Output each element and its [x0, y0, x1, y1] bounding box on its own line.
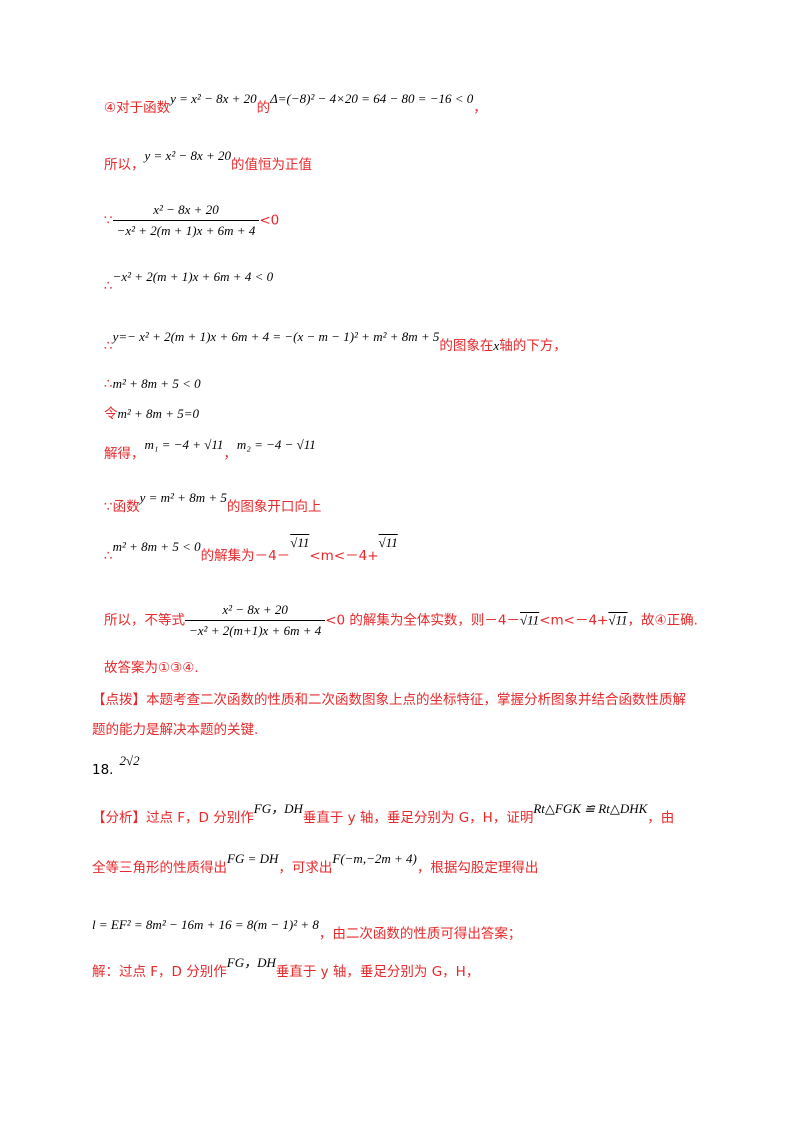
- line-7: 令m² + 8m + 5=0: [104, 404, 199, 424]
- text: 垂直于 y 轴，垂足分别为 G，H，: [275, 964, 480, 980]
- line-19: 解：过点 F，D 分别作FG，DH垂直于 y 轴，垂足分别为 G，H，: [92, 955, 480, 982]
- text: ∵函数: [104, 499, 140, 515]
- text: ，由: [647, 810, 675, 826]
- sqrt-11: √11: [378, 535, 398, 550]
- formula: y = x² − 8x + 20: [170, 91, 257, 106]
- denominator: −x² + 2(m + 1)x + 6m + 4: [112, 220, 260, 241]
- line-9: ∵函数y = m² + 8m + 5的图象开口向上: [104, 490, 322, 517]
- text: ，: [223, 446, 237, 462]
- formula: y=− x² + 2(m + 1)x + 6m + 4 = −(x − m − …: [112, 329, 440, 344]
- sqrt-11: √11: [520, 612, 540, 628]
- text: ，由二次函数的性质可得出答案；: [318, 926, 522, 942]
- text: 【点拨】本题考查二次函数的性质和二次函数图象上点的坐标特征，掌握分析图象并结合函…: [92, 692, 686, 708]
- line-18: l = EF² = 8m² − 16m + 16 = 8(m − 1)² + 8…: [92, 917, 522, 944]
- text: <m<－4+: [539, 612, 609, 629]
- formula: m² + 8m + 5 < 0: [112, 376, 201, 391]
- line-12: 故答案为①③④.: [104, 658, 199, 678]
- text: 所以，: [104, 157, 145, 173]
- question-number: 18.: [92, 762, 114, 778]
- text: ，根据勾股定理得出: [416, 860, 539, 876]
- text: 的: [256, 100, 271, 116]
- line-13: 【点拨】本题考查二次函数的性质和二次函数图象上点的坐标特征，掌握分析图象并结合函…: [92, 690, 686, 710]
- text: 令: [104, 406, 118, 422]
- text: 解：过点 F，D 分别作: [92, 964, 227, 980]
- text: 垂直于 y 轴，垂足分别为 G，H，证明: [302, 810, 534, 826]
- formula: y = m² + 8m + 5: [139, 490, 227, 505]
- formula: m² + 8m + 5 < 0: [112, 539, 201, 554]
- text: ∴: [104, 376, 113, 392]
- line-2: 所以，y = x² − 8x + 20的值恒为正值: [104, 148, 313, 175]
- text: ④对于函数: [104, 100, 171, 116]
- numerator: x² − 8x + 20: [222, 602, 288, 617]
- formula: Rt△FGK ≌ Rt△DHK: [533, 801, 648, 816]
- text: 【分析】过点 F，D 分别作: [92, 810, 254, 826]
- text: 的图象在: [439, 338, 494, 354]
- fraction: x² − 8x + 20 −x² + 2(m + 1)x + 6m + 4: [112, 200, 260, 241]
- text: 题的能力是解决本题的关键.: [92, 722, 259, 738]
- line-10: ∴m² + 8m + 5 < 0的解集为－4－√11<m<－4+√11: [104, 535, 398, 566]
- line-16: 【分析】过点 F，D 分别作FG，DH垂直于 y 轴，垂足分别为 G，H，证明R…: [92, 801, 675, 828]
- text: <0 的解集为全体实数，则－4－: [325, 612, 521, 629]
- text: ∵: [104, 212, 113, 229]
- line-14: 题的能力是解决本题的关键.: [92, 720, 258, 740]
- line-5: ∴y=− x² + 2(m + 1)x + 6m + 4 = −(x − m −…: [104, 329, 567, 356]
- formula: l = EF² = 8m² − 16m + 16 = 8(m − 1)² + 8: [92, 917, 319, 932]
- text: ∴: [104, 278, 113, 294]
- line-17: 全等三角形的性质得出FG = DH，可求出F(−m,−2m + 4)，根据勾股定…: [92, 851, 539, 878]
- line-6: ∴m² + 8m + 5 < 0: [104, 374, 201, 394]
- text: 解得，: [104, 446, 145, 462]
- formula: y = x² − 8x + 20: [144, 148, 232, 163]
- formula: FG，DH: [253, 801, 303, 816]
- text: ，: [473, 100, 487, 116]
- text: 轴的下方，: [499, 338, 567, 354]
- line-1: ④对于函数y = x² − 8x + 20的Δ=(−8)² − 4×20 = 6…: [104, 91, 487, 118]
- text: ，故④正确.: [627, 612, 698, 629]
- denominator: −x² + 2(m+1)x + 6m + 4: [185, 620, 326, 641]
- line-4: ∴−x² + 2(m + 1)x + 6m + 4 < 0: [104, 269, 273, 296]
- text: <0: [259, 212, 280, 229]
- text: ∴: [104, 548, 113, 564]
- line-3: ∵ x² − 8x + 20 −x² + 2(m + 1)x + 6m + 4<0: [104, 200, 279, 241]
- text: 的解集为－4－: [200, 548, 291, 564]
- text: ，可求出: [278, 860, 333, 876]
- text: 全等三角形的性质得出: [92, 860, 227, 876]
- variable: x: [493, 338, 500, 353]
- text: <m<－4+: [309, 548, 379, 564]
- text: 的值恒为正值: [231, 157, 313, 173]
- formula: m₂ = −4 − √11: [236, 437, 316, 452]
- line-11: 所以，不等式 x² − 8x + 20 −x² + 2(m+1)x + 6m + 4…: [104, 600, 698, 641]
- line-15: 18. 2√2: [92, 753, 140, 780]
- text: 故答案为①③④.: [104, 660, 199, 676]
- sqrt-11: √11: [608, 612, 628, 628]
- formula: m² + 8m + 5=0: [117, 406, 200, 421]
- formula: FG，DH: [226, 955, 276, 970]
- formula: −x² + 2(m + 1)x + 6m + 4 < 0: [112, 269, 274, 284]
- formula: m₁ = −4 + √11: [144, 437, 224, 452]
- numerator: x² − 8x + 20: [153, 202, 219, 217]
- sqrt-11: √11: [290, 535, 310, 550]
- answer: 2√2: [119, 753, 140, 768]
- text: 所以，不等式: [104, 612, 185, 629]
- line-8: 解得，m₁ = −4 + √11，m₂ = −4 − √11: [104, 437, 316, 464]
- formula: Δ=(−8)² − 4×20 = 64 − 80 = −16 < 0: [270, 91, 474, 106]
- formula: FG = DH: [227, 851, 279, 866]
- text: ∴: [104, 338, 113, 354]
- fraction: x² − 8x + 20 −x² + 2(m+1)x + 6m + 4: [185, 600, 326, 641]
- text: 的图象开口向上: [226, 499, 322, 515]
- formula: F(−m,−2m + 4): [332, 851, 417, 866]
